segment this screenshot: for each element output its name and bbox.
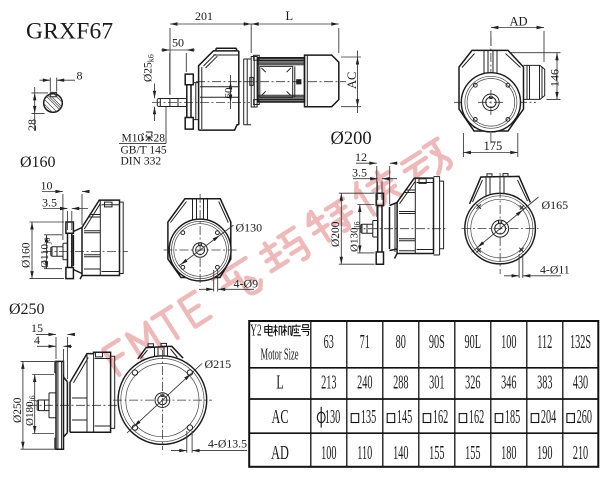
svg-text:112: 112 <box>537 330 552 353</box>
svg-text:M10: M10 <box>122 133 144 145</box>
svg-text:175: 175 <box>484 139 503 153</box>
svg-text:135: 135 <box>361 405 376 428</box>
svg-text:326: 326 <box>465 371 480 394</box>
svg-text:190: 190 <box>537 441 552 464</box>
svg-text:4: 4 <box>34 333 40 347</box>
svg-text:71: 71 <box>360 330 370 353</box>
svg-text:201: 201 <box>195 9 213 23</box>
svg-text:210: 210 <box>573 441 588 464</box>
svg-text:4-Ø13.5: 4-Ø13.5 <box>208 437 247 451</box>
svg-text:213: 213 <box>321 371 336 394</box>
svg-text:AC: AC <box>271 405 288 428</box>
svg-text:Motor Size: Motor Size <box>261 344 299 363</box>
svg-text:Y2: Y2 <box>250 320 261 339</box>
svg-text:Ø160: Ø160 <box>20 154 56 171</box>
svg-text:162: 162 <box>433 405 448 428</box>
svg-text:301: 301 <box>429 371 444 394</box>
svg-text:Ø200: Ø200 <box>330 221 342 247</box>
svg-text:Ø250: Ø250 <box>9 301 45 318</box>
svg-text:L: L <box>286 9 294 23</box>
svg-text:4-Ø11: 4-Ø11 <box>540 263 570 277</box>
svg-text:AD: AD <box>271 441 289 464</box>
svg-text:260: 260 <box>577 405 592 428</box>
svg-text:155: 155 <box>465 441 480 464</box>
svg-text:100: 100 <box>501 330 516 353</box>
svg-text:430: 430 <box>573 371 588 394</box>
svg-text:180: 180 <box>501 441 516 464</box>
svg-text:146: 146 <box>548 69 562 87</box>
svg-text:Ø110j6: Ø110j6 <box>39 238 52 268</box>
svg-text:Ø165: Ø165 <box>542 198 569 212</box>
svg-text:90S: 90S <box>429 330 445 353</box>
svg-text:Ø25k6: Ø25k6 <box>143 54 156 82</box>
svg-text:15: 15 <box>31 321 43 335</box>
svg-text:28: 28 <box>154 133 166 145</box>
svg-text:140: 140 <box>393 441 408 464</box>
svg-text:Ø200: Ø200 <box>331 129 372 149</box>
svg-text:Ø250: Ø250 <box>12 397 24 423</box>
svg-text:3.5: 3.5 <box>42 196 57 210</box>
svg-text:3.5: 3.5 <box>352 166 367 180</box>
svg-text:AC: AC <box>345 72 359 89</box>
svg-text:80: 80 <box>396 330 406 353</box>
svg-text:Ø130j6: Ø130j6 <box>349 221 362 252</box>
svg-text:AD: AD <box>510 15 528 29</box>
svg-text:Ø180j6: Ø180j6 <box>24 395 37 426</box>
svg-text:288: 288 <box>393 371 408 394</box>
svg-text:90L: 90L <box>465 330 481 353</box>
svg-text:145: 145 <box>397 405 412 428</box>
svg-text:63: 63 <box>324 330 334 353</box>
svg-text:383: 383 <box>537 371 552 394</box>
svg-text:162: 162 <box>469 405 484 428</box>
svg-text:Ø160: Ø160 <box>21 242 33 268</box>
svg-text:204: 204 <box>541 405 556 428</box>
svg-text:240: 240 <box>357 371 372 394</box>
svg-text:130: 130 <box>325 405 340 428</box>
svg-text:10: 10 <box>41 179 53 193</box>
svg-text:28: 28 <box>25 119 39 131</box>
svg-text:Ø215: Ø215 <box>205 357 232 371</box>
svg-text:GB/T 145: GB/T 145 <box>121 145 167 157</box>
svg-text:100: 100 <box>321 441 336 464</box>
svg-text:110: 110 <box>357 441 372 464</box>
svg-text:155: 155 <box>429 441 444 464</box>
svg-text:60: 60 <box>223 87 235 99</box>
svg-text:185: 185 <box>505 405 520 428</box>
svg-text:DIN 332: DIN 332 <box>121 156 162 168</box>
svg-text:4-Ø9: 4-Ø9 <box>234 277 259 291</box>
svg-text:12: 12 <box>355 150 367 164</box>
svg-text:50: 50 <box>172 36 184 50</box>
svg-text:132S: 132S <box>570 330 591 353</box>
svg-text:GRXF67: GRXF67 <box>26 19 113 45</box>
svg-text:Ø130: Ø130 <box>236 221 263 235</box>
svg-text:8: 8 <box>77 69 83 83</box>
svg-text:L: L <box>276 370 284 393</box>
svg-text:346: 346 <box>501 371 516 394</box>
